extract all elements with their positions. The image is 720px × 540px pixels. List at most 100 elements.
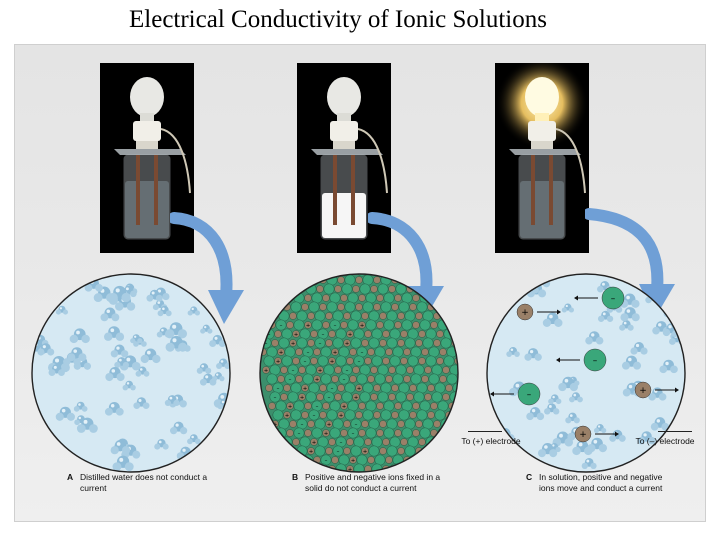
water-molecule xyxy=(48,364,65,377)
positive-ion xyxy=(268,402,276,410)
minus-sign: – xyxy=(527,390,532,400)
negative-ion xyxy=(299,355,311,367)
negative-ion xyxy=(410,373,422,385)
water-molecule xyxy=(572,440,593,456)
positive-ion xyxy=(445,303,453,311)
positive-ion xyxy=(289,312,297,320)
water-molecule xyxy=(637,431,656,445)
positive-ion xyxy=(379,447,387,455)
plus-sign: + xyxy=(363,449,368,455)
positive-ion xyxy=(436,438,444,446)
water-molecule xyxy=(524,348,542,361)
negative-ion xyxy=(350,337,362,349)
positive-ion xyxy=(355,411,363,419)
negative-ion xyxy=(440,445,452,457)
positive-ion xyxy=(394,321,402,329)
water-molecule xyxy=(544,403,560,415)
water-molecule xyxy=(537,443,558,458)
positive-ion xyxy=(343,420,351,428)
socket xyxy=(133,121,161,141)
light-bulb xyxy=(525,77,559,117)
water-molecule xyxy=(76,417,98,433)
positive-ion xyxy=(295,375,303,383)
positive-ion xyxy=(340,429,348,437)
water-molecule xyxy=(506,347,520,357)
positive-ion xyxy=(355,276,363,284)
positive-ion xyxy=(361,312,369,320)
negative-ion xyxy=(395,391,407,403)
positive-ion xyxy=(283,276,291,284)
water-molecule xyxy=(67,347,87,362)
positive-ion xyxy=(457,274,458,275)
minus-sign: – xyxy=(265,341,268,347)
minus-sign: – xyxy=(334,323,337,329)
minus-sign: – xyxy=(268,332,271,338)
minus-sign: – xyxy=(277,386,280,392)
positive-ion xyxy=(421,274,429,275)
plus-sign: + xyxy=(264,368,269,374)
positive-ion xyxy=(349,348,357,356)
negative-ion xyxy=(371,355,383,367)
positive-ion xyxy=(451,312,458,320)
negative-ion xyxy=(446,373,458,385)
positive-ion xyxy=(289,339,297,347)
negative-ion xyxy=(332,337,344,349)
plus-sign: + xyxy=(351,458,356,464)
negative-ion xyxy=(266,373,278,385)
positive-ion xyxy=(349,456,357,464)
negative-ion xyxy=(383,319,395,331)
water-molecule xyxy=(561,303,574,313)
minus-sign: – xyxy=(289,377,292,383)
negative-ion xyxy=(320,373,332,385)
water-molecule xyxy=(104,326,125,341)
positive-ion xyxy=(292,357,300,365)
minus-sign: – xyxy=(361,350,364,356)
water-molecule xyxy=(487,309,503,323)
negative-ion xyxy=(452,274,458,286)
water-molecule xyxy=(558,376,578,392)
negative-ion xyxy=(446,274,458,277)
water-molecule xyxy=(34,450,57,467)
positive-ion xyxy=(304,294,312,302)
water-molecule xyxy=(508,280,523,291)
negative-ion xyxy=(392,274,404,277)
negative-ion xyxy=(326,301,338,313)
minus-sign: – xyxy=(274,395,277,401)
negative-ion xyxy=(459,446,460,456)
positive-ion xyxy=(313,274,321,275)
water-molecule xyxy=(114,357,130,368)
negative-ion xyxy=(356,373,368,385)
minus-sign: – xyxy=(304,359,307,365)
positive-ion xyxy=(367,456,375,464)
water-molecule xyxy=(187,434,201,445)
negative-ion xyxy=(338,373,350,385)
negative-ion xyxy=(275,319,287,331)
negative-ion xyxy=(260,319,269,331)
positive-ion xyxy=(340,402,348,410)
water-molecule xyxy=(110,344,129,358)
minus-sign: – xyxy=(283,449,286,455)
positive-ion xyxy=(391,384,399,392)
negative-ion xyxy=(293,319,305,331)
positive-ion xyxy=(397,447,405,455)
positive-ion xyxy=(454,330,458,338)
positive-ion xyxy=(316,366,324,374)
minus-sign: – xyxy=(292,368,295,374)
water-molecule xyxy=(170,421,188,435)
positive-ion xyxy=(355,384,363,392)
minus-sign: – xyxy=(322,332,325,338)
negative-ion xyxy=(344,409,356,421)
negative-ion xyxy=(583,348,607,372)
water-molecule xyxy=(581,458,597,470)
positive-ion xyxy=(343,339,351,347)
positive-ion xyxy=(301,411,309,419)
negative-ion xyxy=(284,274,296,277)
positive-ion xyxy=(406,393,414,401)
water-molecule xyxy=(650,417,670,431)
positive-ion xyxy=(454,357,458,365)
positive-ion xyxy=(385,274,393,275)
positive-ion xyxy=(397,420,405,428)
negative-ion xyxy=(314,445,326,457)
plus-sign: + xyxy=(303,386,308,392)
positive-ion xyxy=(310,357,318,365)
